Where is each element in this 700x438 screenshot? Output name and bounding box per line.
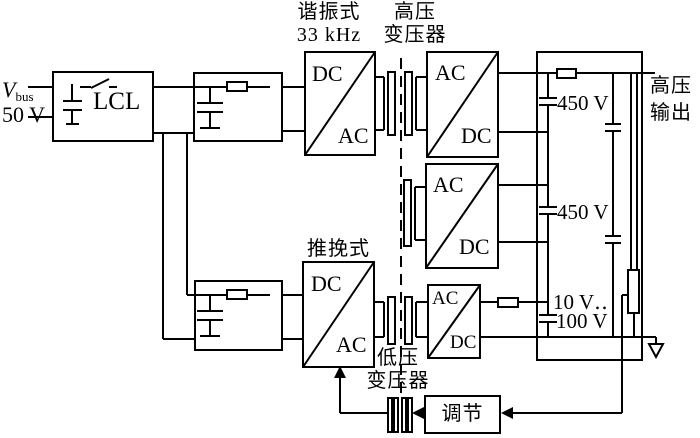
resistor-symbol — [226, 289, 248, 300]
regulator-label: 调节 — [441, 403, 484, 425]
pushpull-label: 推挽式 — [307, 238, 370, 260]
output-450v-mid-label: 450 V — [557, 200, 609, 224]
resistor-symbol — [226, 81, 248, 92]
hv-transformer-label: 高压 变压器 — [371, 1, 459, 47]
hv-transformer-label-line1: 高压 — [394, 1, 436, 23]
rectifier3-box — [427, 284, 481, 359]
block-outlines — [52, 51, 643, 434]
inverter-input-wires — [282, 86, 305, 340]
hv-transformer-secondary2-symbol — [403, 179, 426, 247]
input-filter-top-box — [193, 72, 283, 142]
input-filter-bottom-box — [194, 280, 283, 351]
arrow-into-drive-transformer — [412, 407, 424, 419]
resonant-inverter-box — [304, 51, 376, 156]
resonant-ac-label: AC — [338, 123, 369, 148]
stack-left-rail — [539, 73, 557, 337]
rectifier1-ac-label: AC — [435, 60, 466, 85]
lv-transformer-label-line1: 低压 — [377, 347, 419, 369]
rectifier3-dc-label: DC — [450, 332, 477, 353]
vbus-symbol: V — [2, 77, 16, 102]
hv-output-label-line1: 高压 — [650, 75, 692, 97]
rectifier1-dc-label: DC — [461, 123, 492, 148]
rectifier2-box — [425, 163, 499, 269]
converter-diagonals — [302, 51, 499, 368]
filter-bottom-interior — [195, 289, 270, 337]
arrow-into-regulator — [501, 407, 513, 419]
hv-output-label-line2: 输出 — [650, 102, 692, 124]
resistor-symbol — [497, 297, 519, 308]
lcl-filter-box — [52, 71, 154, 142]
drive-transformer-icon — [387, 397, 413, 433]
arrow-into-pushpull — [334, 366, 346, 378]
resonant-label-line2: 33 kHz — [296, 24, 362, 46]
filter-top-interior — [194, 81, 270, 129]
regulator-box — [424, 395, 501, 434]
resonant-dc-label: DC — [312, 61, 343, 86]
output-stack-box — [536, 51, 643, 361]
resonant-frequency-label: 谐振式 33 kHz — [283, 1, 375, 47]
pushpull-ac-label: AC — [336, 332, 367, 357]
lv-transformer-label: 低压 变压器 — [352, 347, 444, 393]
lcl-label: LCL — [93, 88, 141, 115]
resistor-symbol — [627, 269, 640, 314]
stack-bleeder-divider — [537, 73, 642, 338]
resistor-symbol — [556, 68, 577, 79]
hv-transformer-symbol — [375, 71, 427, 136]
capacitor-symbol — [63, 84, 82, 125]
output-450v-top-label: 450 V — [557, 91, 609, 115]
lv-transformer-label-line2: 变压器 — [366, 370, 430, 392]
input-voltage-label: 50 V — [2, 102, 45, 127]
resonant-label-line1: 谐振式 — [297, 1, 361, 23]
rectifier1-box — [426, 51, 499, 158]
rectifier2-dc-label: DC — [459, 234, 490, 259]
input-wires — [28, 86, 53, 118]
rectifier-output-wires — [480, 68, 655, 338]
pushpull-inverter-box — [302, 261, 375, 368]
vbus-label: Vbus — [2, 77, 34, 104]
hv-output-label: 高压 输出 — [650, 73, 692, 127]
pushpull-dc-label: DC — [311, 271, 342, 296]
bus-wires — [153, 86, 195, 340]
switch-icon — [80, 78, 117, 89]
stack-capacitor-column — [605, 73, 621, 337]
rectifier2-ac-label: AC — [433, 172, 464, 197]
ground-icon — [642, 336, 665, 360]
feedback-wires — [339, 294, 628, 414]
hv-transformer-label-line2: 变压器 — [383, 24, 447, 46]
output-10v-label: 10 V‥ — [553, 290, 609, 314]
vbus-subscript: bus — [15, 89, 34, 104]
rectifier3-ac-label: AC — [432, 288, 459, 309]
output-100v-label: 100 V — [556, 309, 608, 333]
lv-transformer-symbol — [374, 296, 428, 345]
